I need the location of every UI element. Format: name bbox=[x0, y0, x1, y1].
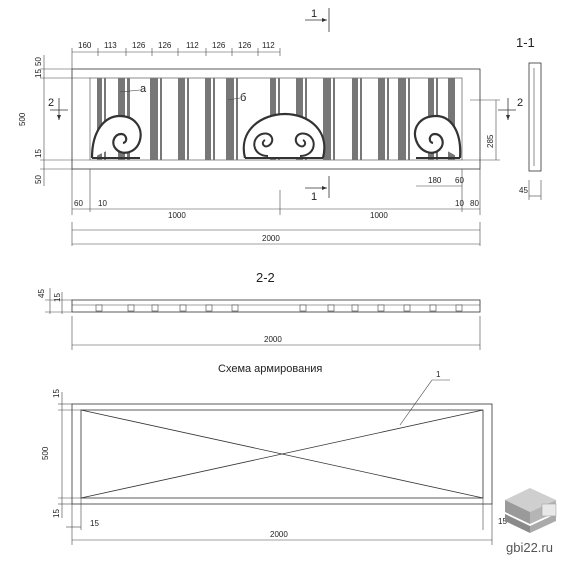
cut-mark-left: 2 bbox=[48, 97, 68, 120]
bottom-dimension-chain: 60 10 1000 1000 180 60 10 80 2000 bbox=[71, 169, 481, 246]
scheme-callout-1: 1 bbox=[436, 370, 441, 379]
scheme-dim-15-bottom: 15 bbox=[52, 509, 61, 518]
scheme-dim-15-top: 15 bbox=[52, 389, 61, 398]
scheme-dim-15-right: 15 bbox=[498, 517, 507, 526]
cut-mark-top: 1 bbox=[305, 8, 330, 32]
right-dimension: 285 bbox=[462, 99, 500, 161]
dim-top-7: 112 bbox=[262, 41, 275, 50]
dim-top-3: 126 bbox=[158, 41, 172, 50]
dim-left-2: 500 bbox=[18, 112, 27, 126]
dim-br-3: 10 bbox=[455, 199, 464, 208]
panel-elevation: а б bbox=[71, 68, 481, 170]
scroll-ornament-left bbox=[90, 114, 142, 159]
side-section: 45 bbox=[519, 62, 542, 200]
dim-s22-45: 45 bbox=[37, 289, 46, 298]
section-2-2-title: 2-2 bbox=[256, 270, 275, 285]
scheme-dim-total: 2000 bbox=[270, 530, 288, 539]
scroll-ornament-right bbox=[413, 114, 462, 159]
dim-br-1: 180 bbox=[428, 176, 442, 185]
dim-bl-2: 1000 bbox=[168, 211, 186, 220]
left-dimension-chain: 50 15 500 15 50 bbox=[18, 55, 90, 186]
dim-top-5: 126 bbox=[212, 41, 226, 50]
dim-left-1: 15 bbox=[34, 69, 43, 78]
cut-mark-right-label: 2 bbox=[517, 97, 523, 109]
dim-bl-0: 60 bbox=[74, 199, 83, 208]
dim-top-1: 113 bbox=[104, 41, 117, 50]
dim-top-0: 160 bbox=[78, 41, 92, 50]
callout-a: а bbox=[140, 83, 147, 95]
scheme-title: Схема армирования bbox=[218, 363, 322, 375]
top-dimension-chain: 160 113 126 126 112 126 126 112 bbox=[71, 41, 281, 69]
watermark-text: gbi22.ru bbox=[506, 540, 553, 555]
callout-b: б bbox=[240, 92, 246, 104]
dim-left-4: 50 bbox=[34, 175, 43, 184]
dim-side-45: 45 bbox=[519, 186, 528, 195]
cut-mark-bottom-label: 1 bbox=[311, 191, 317, 203]
dim-top-6: 126 bbox=[238, 41, 252, 50]
logo-icon bbox=[505, 488, 557, 533]
dim-total-top: 2000 bbox=[262, 234, 280, 243]
cut-mark-left-label: 2 bbox=[48, 97, 54, 109]
dim-top-2: 126 bbox=[132, 41, 146, 50]
dim-left-3: 15 bbox=[34, 149, 43, 158]
section-1-1-title: 1-1 bbox=[516, 35, 535, 50]
dim-285: 285 bbox=[486, 134, 495, 148]
section-2-2-profile: 45 15 2000 bbox=[37, 288, 481, 350]
dim-br-4: 80 bbox=[470, 199, 479, 208]
dim-bl-1: 10 bbox=[98, 199, 107, 208]
dim-s22-15: 15 bbox=[53, 293, 62, 302]
reinforcement-scheme: 1 15 500 15 15 15 2000 bbox=[41, 370, 507, 545]
scheme-dim-15-left: 15 bbox=[90, 519, 99, 528]
cut-mark-bottom: 1 bbox=[305, 176, 330, 203]
cut-mark-top-label: 1 bbox=[311, 8, 317, 20]
dim-s22-total: 2000 bbox=[264, 335, 282, 344]
dim-br-2: 60 bbox=[455, 176, 464, 185]
dim-br-0: 1000 bbox=[370, 211, 388, 220]
scheme-dim-500: 500 bbox=[41, 446, 50, 460]
scroll-ornament-center bbox=[242, 112, 326, 159]
cut-mark-right: 2 bbox=[498, 97, 523, 120]
dim-top-4: 112 bbox=[186, 41, 199, 50]
dim-left-0: 50 bbox=[34, 57, 43, 66]
